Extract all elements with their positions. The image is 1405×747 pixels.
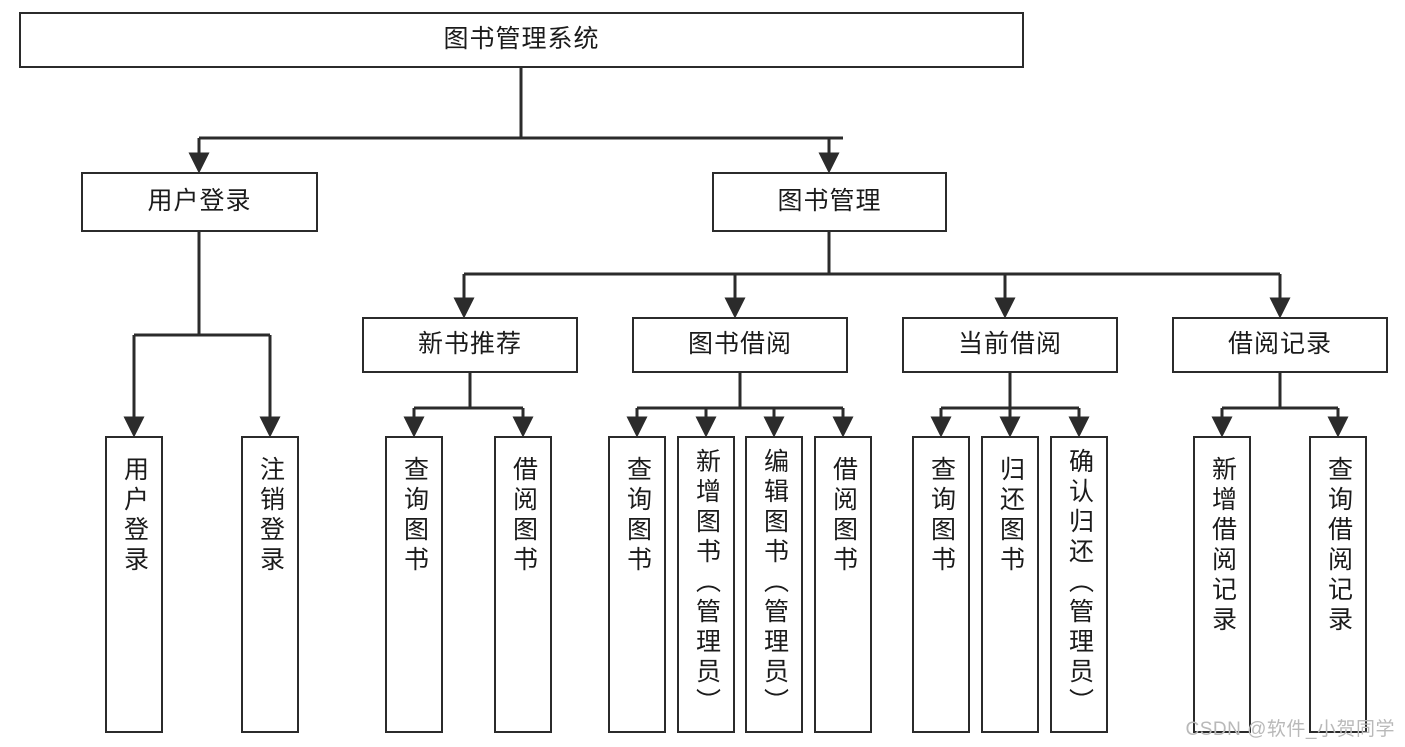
- leaf-return-book-label: 归还图书: [996, 456, 1025, 576]
- leaf-logout[interactable]: 注销登录: [241, 436, 299, 733]
- node-book-management[interactable]: 图书管理: [712, 172, 947, 232]
- node-root-book-management-system[interactable]: 图书管理系统: [19, 12, 1024, 68]
- leaf-query-book-new-rec[interactable]: 查询图书: [385, 436, 443, 733]
- node-current-borrowing[interactable]: 当前借阅: [902, 317, 1118, 373]
- leaf-query-borrow-record[interactable]: 查询借阅记录: [1309, 436, 1367, 733]
- leaf-query-book-borrow[interactable]: 查询图书: [608, 436, 666, 733]
- leaf-query-book-current[interactable]: 查询图书: [912, 436, 970, 733]
- node-new-book-recommendation-label: 新书推荐: [417, 330, 522, 359]
- node-borrowing-record[interactable]: 借阅记录: [1172, 317, 1388, 373]
- leaf-return-book[interactable]: 归还图书: [981, 436, 1039, 733]
- node-root-label: 图书管理系统: [443, 25, 600, 54]
- leaf-add-book-admin[interactable]: 新增图书（管理员）: [677, 436, 735, 733]
- leaf-query-borrow-record-label: 查询借阅记录: [1324, 456, 1353, 636]
- node-book-management-label: 图书管理: [777, 187, 882, 216]
- leaf-confirm-return-admin[interactable]: 确认归还（管理员）: [1050, 436, 1108, 733]
- leaf-borrow-book-borrow[interactable]: 借阅图书: [814, 436, 872, 733]
- node-new-book-recommendation[interactable]: 新书推荐: [362, 317, 578, 373]
- leaf-user-login[interactable]: 用户登录: [105, 436, 163, 733]
- node-user-login-label: 用户登录: [147, 187, 252, 216]
- node-user-login[interactable]: 用户登录: [81, 172, 318, 232]
- leaf-borrow-book-new-rec-label: 借阅图书: [509, 456, 538, 576]
- leaf-edit-book-admin[interactable]: 编辑图书（管理员）: [745, 436, 803, 733]
- leaf-add-borrow-record[interactable]: 新增借阅记录: [1193, 436, 1251, 733]
- watermark-text: CSDN @软件_小贺同学: [1185, 719, 1395, 740]
- leaf-user-login-label: 用户登录: [120, 456, 149, 576]
- leaf-query-book-current-label: 查询图书: [927, 456, 956, 576]
- node-current-borrowing-label: 当前借阅: [957, 330, 1062, 359]
- node-book-borrowing-label: 图书借阅: [687, 330, 792, 359]
- leaf-edit-book-admin-label: 编辑图书（管理员）: [760, 448, 789, 718]
- leaf-query-book-borrow-label: 查询图书: [623, 456, 652, 576]
- leaf-confirm-return-admin-label: 确认归还（管理员）: [1065, 448, 1094, 718]
- leaf-logout-label: 注销登录: [256, 456, 285, 576]
- leaf-borrow-book-borrow-label: 借阅图书: [829, 456, 858, 576]
- node-borrowing-record-label: 借阅记录: [1227, 330, 1332, 359]
- leaf-add-borrow-record-label: 新增借阅记录: [1208, 456, 1237, 636]
- node-book-borrowing[interactable]: 图书借阅: [632, 317, 848, 373]
- leaf-borrow-book-new-rec[interactable]: 借阅图书: [494, 436, 552, 733]
- leaf-add-book-admin-label: 新增图书（管理员）: [692, 448, 721, 718]
- leaf-query-book-new-rec-label: 查询图书: [400, 456, 429, 576]
